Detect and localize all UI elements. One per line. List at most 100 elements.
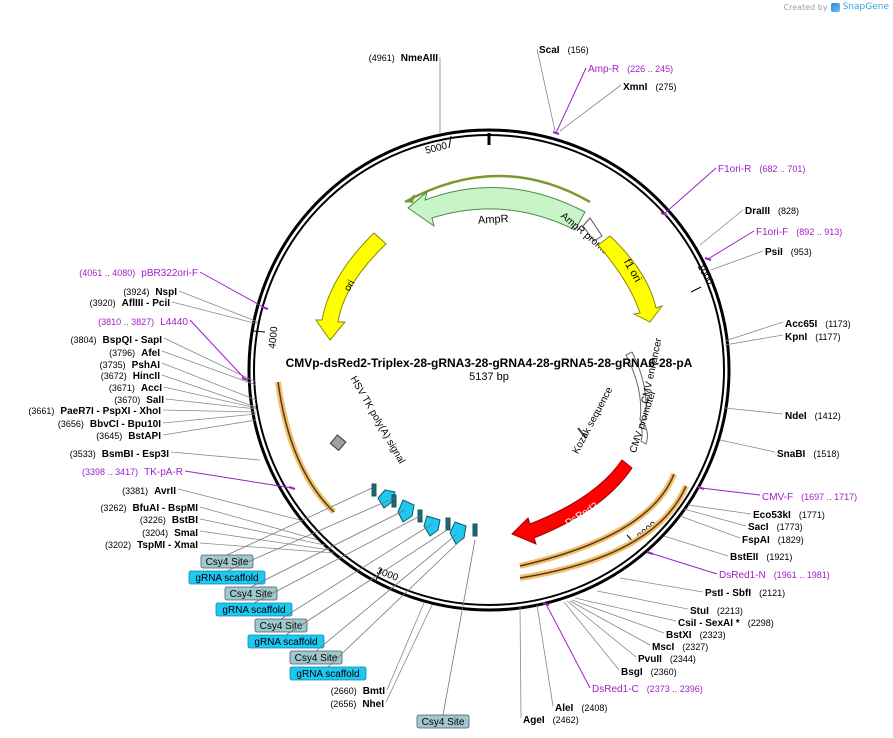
restriction-site-label[interactable]: BsgI(2360) [621, 667, 677, 678]
restriction-site-label[interactable]: DraIII(828) [745, 206, 799, 217]
restriction-site-label[interactable]: (3226)BstBI [140, 515, 198, 526]
restriction-site-label[interactable]: Acc65I(1173) [785, 319, 851, 330]
restriction-site-label[interactable]: (2660)BmtI [331, 686, 385, 697]
grna-scaffold-box[interactable] [215, 602, 293, 617]
site-leader-line [162, 413, 257, 424]
csy4-site-box[interactable] [289, 650, 343, 665]
site-leader-line [199, 542, 335, 554]
restriction-site-label[interactable]: BstEII(1921) [730, 552, 792, 563]
grna-scaffold-box[interactable] [247, 634, 325, 649]
restriction-site-label[interactable]: (4961)NmeAIII [369, 53, 438, 64]
restriction-site-label[interactable]: (3645)BstAPI [96, 431, 161, 442]
restriction-site-label[interactable]: (3533)BsmBI - Esp3I [70, 449, 169, 460]
site-leader-line [724, 407, 784, 415]
site-leader-line [162, 409, 257, 413]
restriction-site-label[interactable]: (3735)PshAI [100, 360, 161, 371]
restriction-site-label[interactable]: SnaBI(1518) [777, 449, 839, 460]
site-leader-line [385, 604, 433, 703]
primer-label[interactable]: F1ori-R(682 .. 701) [718, 164, 805, 175]
ori-label: ori [342, 278, 357, 293]
primer-label[interactable]: F1ori-F(892 .. 913) [756, 227, 842, 238]
restriction-site-label[interactable]: (3924)NspI [123, 287, 177, 298]
restriction-site-label[interactable]: (3661)PaeR7I - PspXI - XhoI [28, 406, 161, 417]
restriction-site-label[interactable]: NdeI(1412) [785, 411, 841, 422]
grna-scaffold-box[interactable] [289, 666, 367, 681]
backbone-outer [247, 128, 731, 612]
grna-arrow-4 [449, 521, 467, 545]
site-leader-line [571, 599, 665, 634]
restriction-site-label[interactable]: AleI(2408) [555, 703, 607, 714]
csy4-site-label: Csy4 Site [295, 653, 338, 664]
primer-label[interactable]: DsRed1-C(2373 .. 2396) [592, 684, 703, 695]
csy4-site-box[interactable] [416, 714, 470, 729]
restriction-site-label[interactable]: KpnI(1177) [785, 332, 841, 343]
restriction-site-label[interactable]: AgeI(2462) [523, 715, 579, 726]
csy4-site-box[interactable] [254, 618, 308, 633]
feature-leader-line [226, 497, 395, 572]
site-leader-line [663, 167, 717, 215]
csy4-mark-4 [445, 517, 451, 531]
grna-cassette [371, 483, 478, 545]
tick-4000: 4000 [267, 326, 280, 350]
primer-site-mark [704, 257, 712, 261]
restriction-site-label[interactable]: PstI - SbfI(2121) [705, 588, 785, 599]
restriction-site-label[interactable]: BstXI(2323) [666, 630, 726, 641]
primer-label[interactable]: Amp-R(226 .. 245) [588, 64, 673, 75]
restriction-site-label[interactable]: (3804)BspQI - SapI [71, 335, 163, 346]
restriction-site-label[interactable]: (3796)AfeI [109, 348, 160, 359]
csy4-site-label: Csy4 Site [260, 621, 303, 632]
site-leader-line [663, 535, 729, 557]
feature-leader-line [226, 487, 373, 556]
primer-label[interactable]: CMV-F(1697 .. 1717) [762, 492, 857, 503]
snapgene-credit: Created by SnapGene [784, 2, 889, 12]
primer-label[interactable]: (3398 .. 3417)TK-pA-R [82, 467, 183, 478]
csy4-site-box[interactable] [200, 554, 254, 569]
restriction-site-label[interactable]: (3202)TspMI - XmaI [105, 540, 198, 551]
restriction-site-label[interactable]: (3670)SalI [114, 395, 164, 406]
site-leader-line [177, 488, 301, 521]
site-leader-line [649, 552, 718, 575]
site-leader-line [679, 515, 741, 539]
primer-label[interactable]: (4061 .. 4080)pBR322ori-F [79, 268, 198, 279]
primer-site-mark [261, 306, 269, 310]
site-leader-line [555, 67, 587, 134]
csy4-mark-2 [391, 494, 397, 508]
dsred2-feature [511, 459, 633, 545]
restriction-site-label[interactable]: PvuII(2344) [638, 654, 696, 665]
restriction-site-label[interactable]: SacI(1773) [748, 522, 803, 533]
restriction-site-label[interactable]: XmnI(275) [623, 82, 676, 93]
grna-scaffold-label: gRNA scaffold [195, 573, 258, 584]
site-leader-line [161, 374, 257, 408]
site-leader-line [519, 605, 522, 719]
restriction-site-label[interactable]: (2656)NheI [330, 699, 384, 710]
primer-label[interactable]: DsRed1-N(1961 .. 1981) [719, 570, 830, 581]
grna-scaffold-label: gRNA scaffold [254, 637, 317, 648]
restriction-site-label[interactable]: Eco53kI(1771) [753, 510, 825, 521]
kozak-label: Kozak sequence [571, 385, 616, 456]
restriction-site-label[interactable]: StuI(2213) [690, 606, 743, 617]
site-leader-line [178, 290, 259, 323]
restriction-site-label[interactable]: (3204)SmaI [142, 528, 198, 539]
restriction-site-label[interactable]: CsiI - SexAI *(2298) [678, 618, 774, 629]
ampr-feature [407, 187, 586, 231]
restriction-site-label[interactable]: (3671)AccI [109, 383, 162, 394]
csy4-site-box[interactable] [224, 586, 278, 601]
restriction-site-label[interactable]: (3656)BbvCI - Bpu10I [58, 419, 161, 430]
restriction-site-label[interactable]: FspAI(1829) [742, 535, 804, 546]
tick-5000: 5000 [424, 141, 449, 157]
restriction-site-label[interactable]: (3381)AvrII [122, 486, 176, 497]
restriction-site-label[interactable]: PsiI(953) [765, 247, 812, 258]
csy4-mark-5 [472, 523, 478, 537]
grna-scaffold-box[interactable] [188, 570, 266, 585]
restriction-site-label[interactable]: (3672)HincII [101, 371, 160, 382]
restriction-site-label[interactable]: (3920)AflIII - PciI [90, 298, 171, 309]
restriction-site-label[interactable]: ScaI(156) [539, 45, 589, 56]
restriction-site-label[interactable]: (3262)BfuAI - BspMI [100, 503, 198, 514]
site-leader-line [574, 597, 677, 622]
primer-label[interactable]: (3810 .. 3827)L4440 [98, 317, 188, 328]
site-leader-line [161, 350, 257, 386]
tkpa-arc [275, 381, 337, 515]
grna-scaffold-label: gRNA scaffold [296, 669, 359, 680]
restriction-site-label[interactable]: MscI(2327) [652, 642, 708, 653]
site-leader-line [184, 470, 293, 489]
